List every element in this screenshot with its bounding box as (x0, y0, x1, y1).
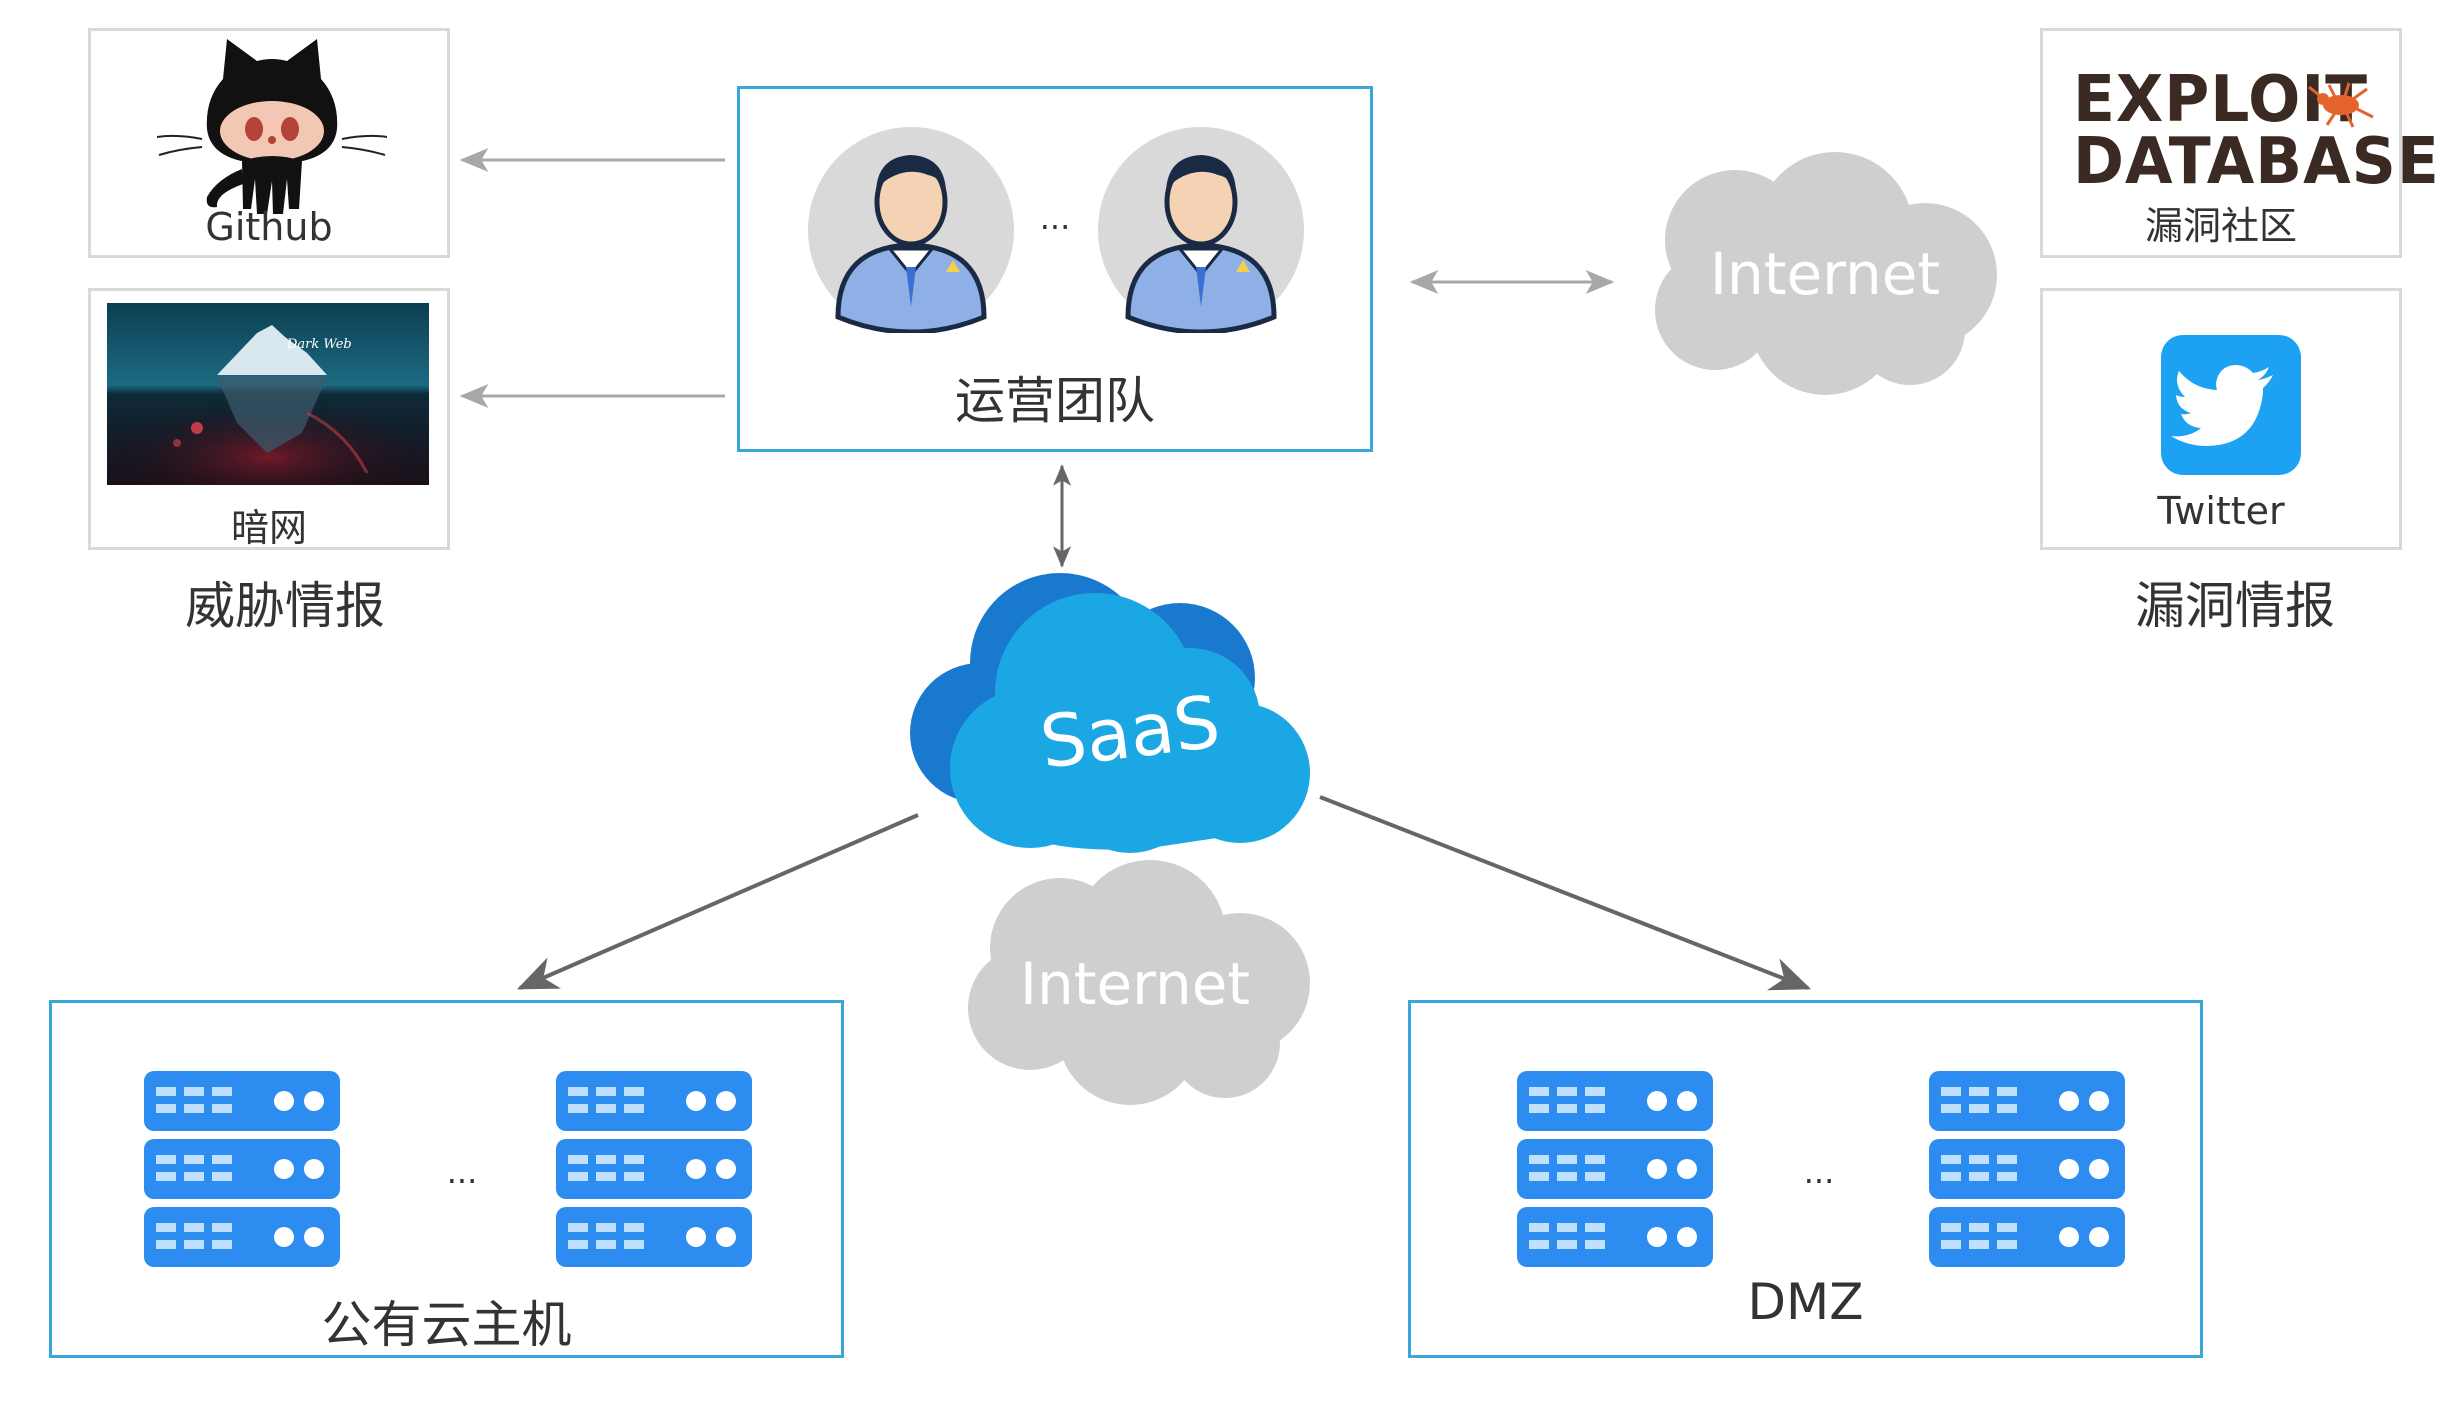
dmz-label: DMZ (1747, 1273, 1864, 1331)
ops-team-box: ... 运营团队 (737, 86, 1373, 452)
arrow-saas-to-dmz (1319, 795, 1812, 991)
user-avatar-icon (808, 127, 1014, 333)
exploit-db-box: EXPLOIT DATABASE 漏洞社区 (2040, 28, 2439, 258)
vuln-intel-title: 漏洞情报 (2135, 577, 2335, 635)
bug-icon (2308, 82, 2374, 128)
server-rack-icon (556, 1071, 752, 1267)
internet-cloud-bottom (968, 860, 1310, 1105)
dmz-box: ... DMZ (1408, 1000, 2203, 1358)
dark-web-image-text: Dark Web (286, 337, 352, 352)
exploit-database-logo: EXPLOIT DATABASE (2073, 63, 2440, 199)
public-cloud-ellipsis: ... (446, 1153, 478, 1191)
twitter-bird-icon (2161, 335, 2301, 475)
twitter-label: Twitter (2157, 489, 2285, 533)
threat-intel-title: 威胁情报 (185, 577, 385, 635)
internet-cloud-top (1655, 152, 1997, 395)
dmz-ellipsis: ... (1803, 1153, 1835, 1191)
server-rack-icon (1517, 1071, 1713, 1267)
user-avatar-icon (1098, 127, 1304, 333)
arrow-saas-to-public-cloud (516, 813, 919, 990)
dark-web-iceberg-image: Dark Web (107, 303, 429, 485)
internet-bottom-label: Internet (1019, 950, 1251, 1018)
exploit-db-label: 漏洞社区 (2144, 204, 2297, 248)
darkweb-label: 暗网 (230, 506, 307, 550)
public-cloud-box: ... 公有云主机 (49, 1000, 844, 1358)
twitter-box: Twitter (2040, 288, 2402, 550)
exploit-logo-line1: EXPLOIT (2073, 63, 2369, 137)
github-box: Github (88, 28, 450, 258)
ops-team-label: 运营团队 (955, 372, 1155, 430)
ops-ellipsis: ... (1039, 199, 1071, 237)
exploit-logo-line2: DATABASE (2073, 125, 2440, 199)
saas-cloud (910, 573, 1310, 853)
internet-top-label: Internet (1709, 240, 1941, 308)
octocat-icon (157, 39, 387, 214)
darkweb-box: Dark Web 暗网 (88, 288, 450, 550)
server-rack-icon (144, 1071, 340, 1267)
public-cloud-label: 公有云主机 (321, 1296, 572, 1354)
server-rack-icon (1929, 1071, 2125, 1267)
github-label: Github (205, 205, 333, 249)
